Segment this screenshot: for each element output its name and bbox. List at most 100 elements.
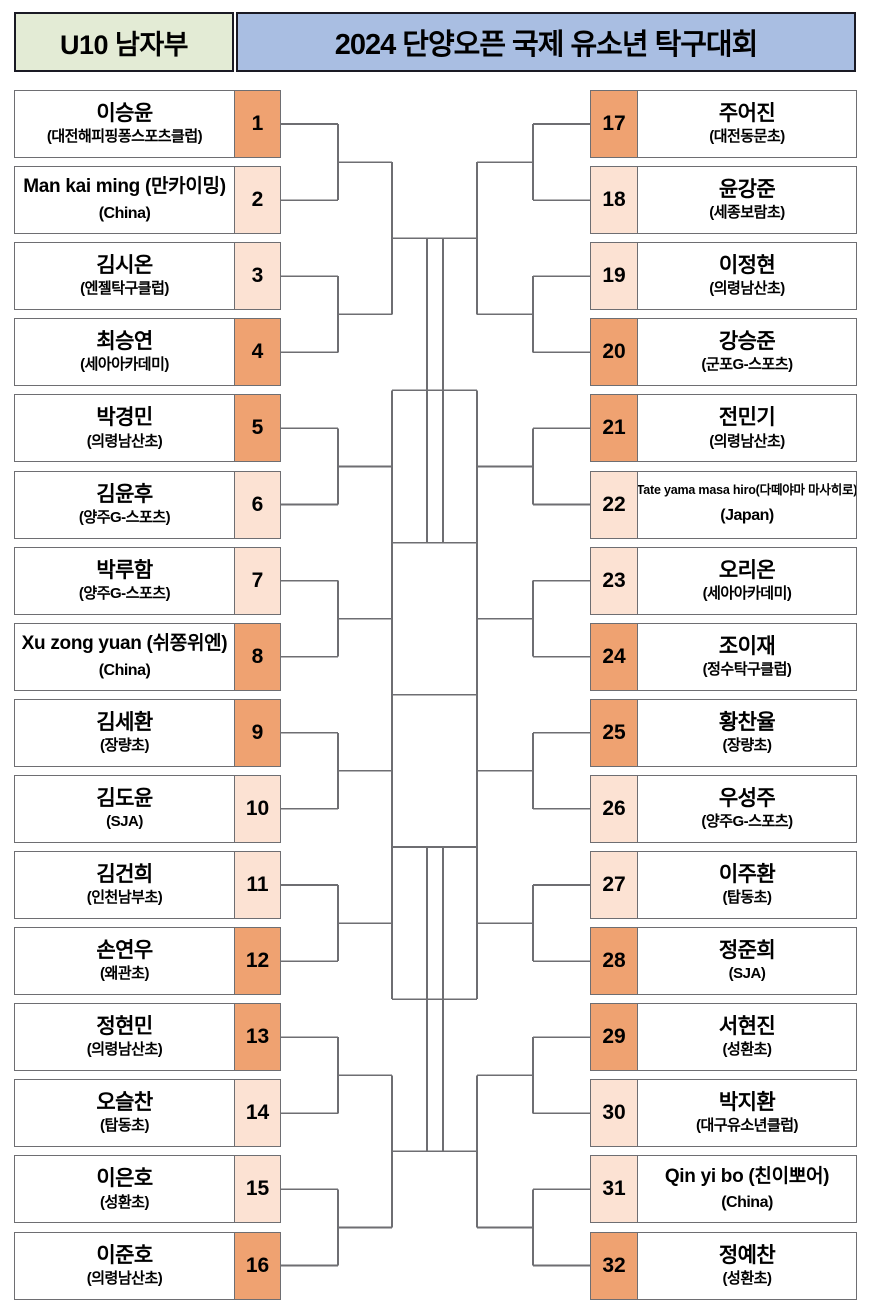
player-cell[interactable]: 우성주(양주G-스포츠)26 bbox=[590, 774, 857, 843]
player-cell[interactable]: 정예찬(성환초)32 bbox=[590, 1231, 857, 1300]
player-namebox: 박지환(대구유소년클럽) bbox=[637, 1079, 857, 1148]
player-namebox: 오리온 (세아아카데미) bbox=[637, 546, 857, 615]
player-namebox: 정준희 (SJA) bbox=[637, 927, 857, 996]
seed-number: 27 bbox=[590, 851, 637, 919]
player-name: 김시온 bbox=[96, 254, 153, 278]
player-cell[interactable]: 김도윤(SJA)10 bbox=[14, 774, 281, 843]
player-namebox: 서현진(성환초) bbox=[637, 1003, 857, 1072]
player-club: (양주G-스포츠) bbox=[78, 584, 171, 602]
player-cell[interactable]: 정준희(SJA)28 bbox=[590, 927, 857, 996]
player-cell[interactable]: 조이재(정수탁구클럽)24 bbox=[590, 622, 857, 691]
player-namebox: Tate yama masa hiro(다떼야마 마사히로) (Japan) bbox=[637, 470, 857, 539]
player-cell[interactable]: Tate yama masa hiro(다떼야마 마사히로) (Japan) 22 bbox=[590, 470, 857, 539]
seed-number: 1 bbox=[234, 90, 281, 158]
player-namebox: 조이재(정수탁구클럽) bbox=[637, 622, 857, 691]
player-club: (탑동초) bbox=[722, 889, 772, 907]
player-cell[interactable]: 박지환(대구유소년클럽)30 bbox=[590, 1079, 857, 1148]
seed-number: 15 bbox=[234, 1155, 281, 1224]
seed-number: 24 bbox=[590, 622, 637, 691]
player-club: (세아아카데미) bbox=[702, 584, 792, 602]
player-club: (China) bbox=[721, 1194, 773, 1212]
seed-number: 10 bbox=[234, 774, 281, 843]
player-cell[interactable]: 오리온 (세아아카데미) 23 bbox=[590, 546, 857, 615]
seed-number: 30 bbox=[590, 1079, 637, 1148]
player-name: 박루함 bbox=[96, 558, 153, 582]
player-cell[interactable]: Xu zong yuan (쉬쫑위엔)(China)8 bbox=[14, 622, 281, 691]
seed-number: 23 bbox=[590, 546, 637, 615]
player-cell[interactable]: 김시온(엔젤탁구클럽)3 bbox=[14, 242, 281, 311]
player-name: Xu zong yuan (쉬쫑위엔) bbox=[21, 632, 228, 654]
seed-number: 29 bbox=[590, 1003, 637, 1072]
seed-number: 18 bbox=[590, 166, 637, 235]
seed-number: 12 bbox=[234, 927, 281, 996]
seed-number: 25 bbox=[590, 698, 637, 767]
seed-number: 9 bbox=[234, 698, 281, 767]
player-name: Tate yama masa hiro(다떼야마 마사히로) bbox=[637, 483, 857, 498]
player-cell[interactable]: 이정현(의령남산초)19 bbox=[590, 242, 857, 311]
player-cell[interactable]: 황찬율 (장량초) 25 bbox=[590, 698, 857, 767]
player-cell[interactable]: 박루함 (양주G-스포츠) 7 bbox=[14, 546, 281, 615]
player-club: (China) bbox=[98, 205, 151, 223]
seed-number: 7 bbox=[234, 546, 281, 615]
player-name: 오리온 bbox=[718, 558, 776, 582]
player-cell[interactable]: 이승윤(대전해피핑퐁스포츠클럽)1 bbox=[14, 90, 281, 158]
player-club: (대구유소년클럽) bbox=[695, 1117, 799, 1135]
player-cell[interactable]: 정현민 (의령남산초) 13 bbox=[14, 1003, 281, 1072]
player-club: (의령남산초) bbox=[86, 1269, 163, 1287]
player-namebox: 박경민(의령남산초) bbox=[14, 394, 234, 463]
player-name: 이정현 bbox=[718, 254, 776, 278]
player-namebox: 이준호(의령남산초) bbox=[14, 1231, 234, 1300]
player-cell[interactable]: 전민기(의령남산초)21 bbox=[590, 394, 857, 463]
player-namebox: 강승준(군포G-스포츠) bbox=[637, 318, 857, 387]
player-namebox: 손연우(왜관초) bbox=[14, 927, 234, 996]
player-namebox: 김건희(인천남부초) bbox=[14, 851, 234, 919]
seed-number: 22 bbox=[590, 470, 637, 539]
player-cell[interactable]: 주어진(대전동문초)17 bbox=[590, 90, 857, 158]
player-name: 전민기 bbox=[718, 406, 776, 430]
player-cell[interactable]: 윤강준(세종보람초)18 bbox=[590, 166, 857, 235]
player-name: 최승연 bbox=[96, 330, 153, 354]
player-club: (양주G-스포츠) bbox=[78, 508, 171, 526]
tournament-title: 2024 단양오픈 국제 유소년 탁구대회 bbox=[236, 12, 856, 72]
player-name: 정현민 bbox=[96, 1015, 153, 1039]
player-club: (장량초) bbox=[722, 736, 772, 754]
player-namebox: Qin yi bo (친이뽀어) (China) bbox=[637, 1155, 857, 1224]
player-cell[interactable]: Qin yi bo (친이뽀어)(China)31 bbox=[590, 1155, 857, 1224]
player-club: (의령남산초) bbox=[86, 1041, 163, 1059]
player-cell[interactable]: 박경민(의령남산초)5 bbox=[14, 394, 281, 463]
player-club: (SJA) bbox=[728, 965, 766, 983]
player-cell[interactable]: 손연우(왜관초)12 bbox=[14, 927, 281, 996]
player-name: 손연우 bbox=[96, 939, 153, 963]
player-cell[interactable]: 김세환(장량초)9 bbox=[14, 698, 281, 767]
seed-number: 4 bbox=[234, 318, 281, 387]
seed-number: 21 bbox=[590, 394, 637, 463]
player-namebox: Xu zong yuan (쉬쫑위엔)(China) bbox=[14, 622, 234, 691]
player-cell[interactable]: 이준호(의령남산초)16 bbox=[14, 1231, 281, 1300]
player-club: (성환초) bbox=[722, 1269, 772, 1287]
player-namebox: 주어진(대전동문초) bbox=[637, 90, 857, 158]
player-cell[interactable]: 강승준(군포G-스포츠)20 bbox=[590, 318, 857, 387]
seed-number: 13 bbox=[234, 1003, 281, 1072]
player-name: 윤강준 bbox=[718, 178, 776, 202]
player-name: 서현진 bbox=[718, 1015, 776, 1039]
player-club: (Japan) bbox=[720, 507, 774, 525]
player-cell[interactable]: Man kai ming (만카이밍)(China)2 bbox=[14, 166, 281, 235]
player-cell[interactable]: 이은호(성환초)15 bbox=[14, 1155, 281, 1224]
player-namebox: 이은호(성환초) bbox=[14, 1155, 234, 1224]
player-cell[interactable]: 이주환(탑동초)27 bbox=[590, 851, 857, 919]
player-namebox: 정현민 (의령남산초) bbox=[14, 1003, 234, 1072]
player-club: (SJA) bbox=[106, 813, 143, 831]
player-cell[interactable]: 서현진(성환초)29 bbox=[590, 1003, 857, 1072]
player-name: 정준희 bbox=[718, 939, 776, 963]
player-name: 우성주 bbox=[718, 786, 776, 810]
player-club: (엔젤탁구클럽) bbox=[80, 280, 169, 298]
player-cell[interactable]: 김건희(인천남부초)11 bbox=[14, 851, 281, 919]
player-cell[interactable]: 최승연(세아아카데미)4 bbox=[14, 318, 281, 387]
player-cell[interactable]: 오슬찬(탑동초)14 bbox=[14, 1079, 281, 1148]
player-cell[interactable]: 김윤후(양주G-스포츠)6 bbox=[14, 470, 281, 539]
player-name: 이승윤 bbox=[96, 102, 153, 126]
player-club: (정수탁구클럽) bbox=[702, 660, 792, 678]
player-name: Qin yi bo (친이뽀어) bbox=[664, 1165, 830, 1187]
player-name: 황찬율 bbox=[718, 710, 776, 734]
